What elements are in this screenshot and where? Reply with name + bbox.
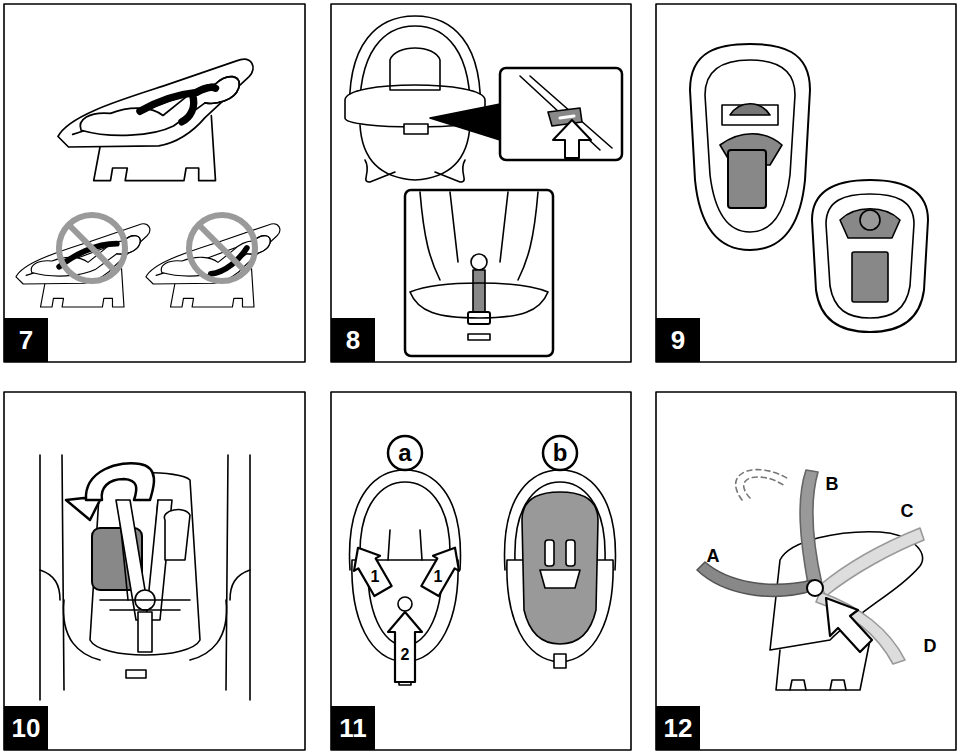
harness-inset [405, 190, 553, 356]
handle-position-letter: C [901, 502, 914, 520]
step-number-box: 12 [656, 706, 700, 750]
circle-outline [543, 436, 577, 470]
step-order-number: 2 [401, 647, 410, 663]
carrier-front [345, 16, 500, 182]
step-number: 9 [671, 327, 685, 353]
handle-position-letter: A [707, 547, 720, 565]
carrier-side-correct [58, 59, 253, 180]
step-number-box: 8 [331, 318, 375, 362]
carrier-side-wrong [146, 224, 280, 307]
sub-figure-letter: a [398, 441, 411, 465]
release-arrow [345, 540, 468, 682]
carrier-handle-positions [697, 470, 924, 690]
handle-position-letter: D [924, 637, 937, 655]
step-number-box: 10 [4, 706, 48, 750]
carrier-front-padded [505, 470, 616, 668]
release-button-inset [500, 68, 622, 160]
step-number-box: 9 [656, 318, 700, 362]
sub-figure-letter: b [553, 441, 568, 465]
panel-frame [4, 4, 956, 750]
step-order-number: 1 [371, 569, 380, 585]
seat-pad-attached [690, 44, 810, 250]
carrier-side-wrong [16, 224, 150, 307]
step-number: 11 [339, 715, 367, 741]
step-number: 10 [12, 715, 41, 741]
sub-figure-circle: b [541, 434, 579, 472]
harness-top-view [40, 455, 250, 700]
circle-outline [388, 436, 422, 470]
prohibition-sign [59, 215, 255, 281]
handle-position-letter: B [826, 475, 839, 493]
seat-pad-detached [812, 180, 928, 332]
sub-figure-circle: a [386, 434, 424, 472]
step-number-box: 11 [331, 706, 375, 750]
step-number-box: 7 [4, 318, 48, 362]
step-order-number: 1 [434, 569, 443, 585]
step-number: 12 [664, 715, 693, 741]
step-number: 7 [19, 327, 33, 353]
step-number: 8 [346, 327, 360, 353]
